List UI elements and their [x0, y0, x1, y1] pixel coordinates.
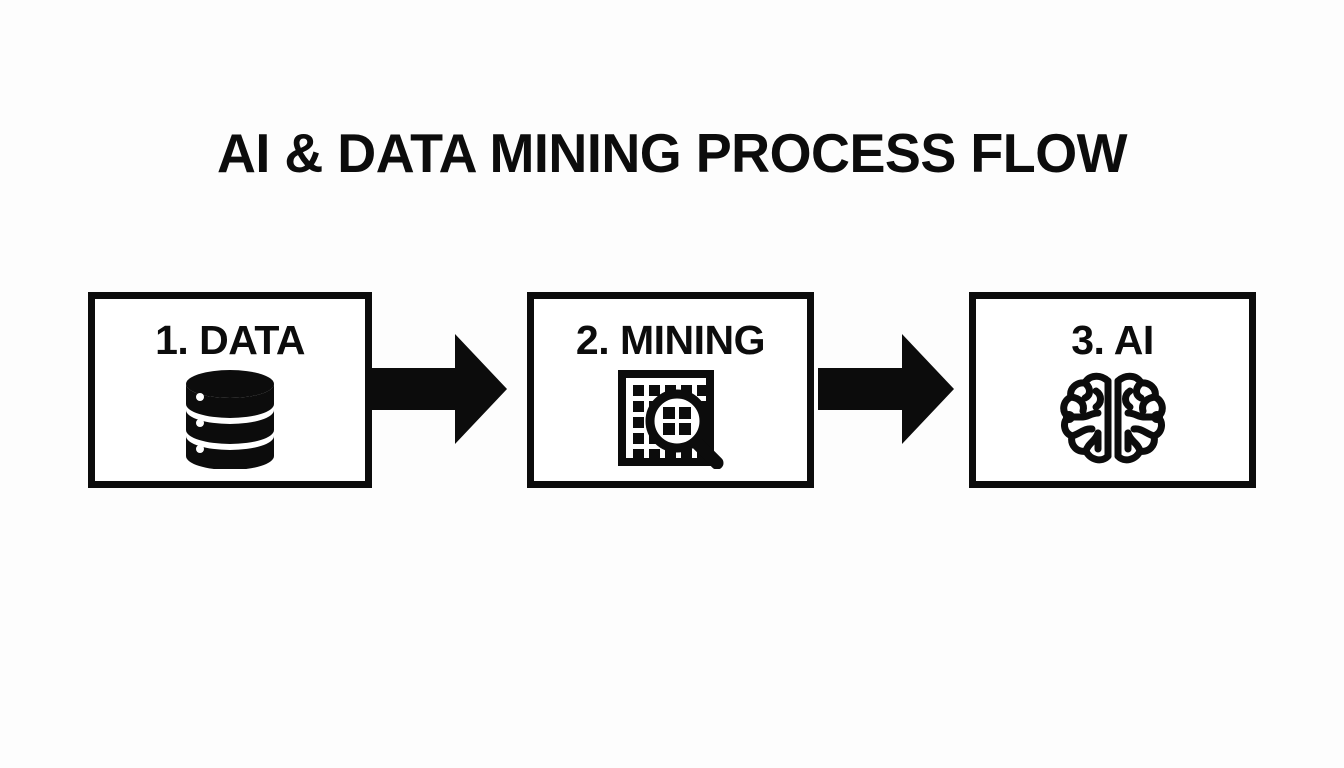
flow-step-label-ai: 3. AI: [1071, 317, 1154, 363]
database-icon: [95, 369, 365, 469]
data-grid-magnifier-icon: [534, 369, 807, 469]
flow-step-data[interactable]: 1. DATA: [88, 292, 372, 488]
flow-step-label-mining: 2. MINING: [575, 317, 766, 363]
flow-step-label-data: 1. DATA: [155, 317, 305, 363]
page-title: AI & DATA MINING PROCESS FLOW: [216, 122, 1128, 184]
flow-step-mining[interactable]: 2. MINING: [527, 292, 814, 488]
brain-circuit-icon: [976, 371, 1249, 469]
flow-step-ai[interactable]: 3. AI: [969, 292, 1256, 488]
arrow-right-icon-2: [818, 330, 954, 448]
arrow-right-icon-1: [371, 330, 507, 448]
